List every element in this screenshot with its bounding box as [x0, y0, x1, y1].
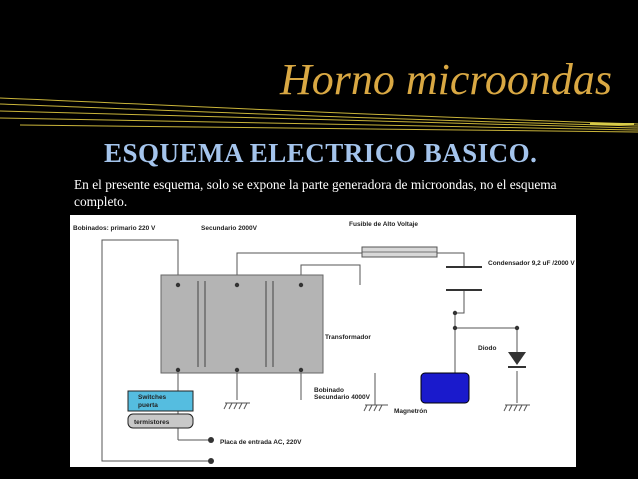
label-switches-2: puerta — [138, 402, 158, 409]
label-condensador: Condensador 9,2 uF /2000 V — [488, 260, 575, 267]
slide-title: Horno microondas — [279, 55, 612, 104]
transformer-windings — [197, 281, 274, 367]
diode — [508, 352, 526, 368]
label-switches-1: Switches — [138, 394, 167, 401]
label-transformador: Transformador — [325, 334, 371, 341]
slide-subtitle: ESQUEMA ELECTRICO BASICO. — [104, 138, 538, 168]
ac-input-terminals — [208, 437, 214, 464]
label-placa: Placa de entrada AC, 220V — [220, 439, 302, 446]
label-diodo: Diodo — [478, 345, 496, 352]
label-bobinado-sec-2: Secundario 4000V — [314, 394, 371, 401]
label-termistores: termistores — [134, 419, 170, 426]
thermistors-box — [127, 413, 194, 429]
magnetron — [420, 372, 470, 404]
label-fusible: Fusible de Alto Voltaje — [349, 221, 418, 228]
capacitor — [446, 266, 482, 291]
label-secundario: Secundario 2000V — [201, 225, 258, 232]
transformer-terminals — [175, 282, 304, 373]
transformer — [160, 274, 324, 374]
label-bobinados: Bobinados: primario 220 V — [73, 225, 156, 232]
junction-dots — [452, 310, 520, 331]
wires — [101, 239, 518, 462]
circuit-diagram: Bobinados: primario 220 V Secundario 200… — [70, 215, 576, 467]
label-magnetron: Magnetrón — [394, 408, 427, 415]
door-switches-box — [127, 390, 194, 412]
slide-description: En el presente esquema, solo se expone l… — [74, 177, 557, 209]
label-bobinado-sec-1: Bobinado — [314, 387, 344, 394]
ground-symbols — [223, 402, 530, 412]
